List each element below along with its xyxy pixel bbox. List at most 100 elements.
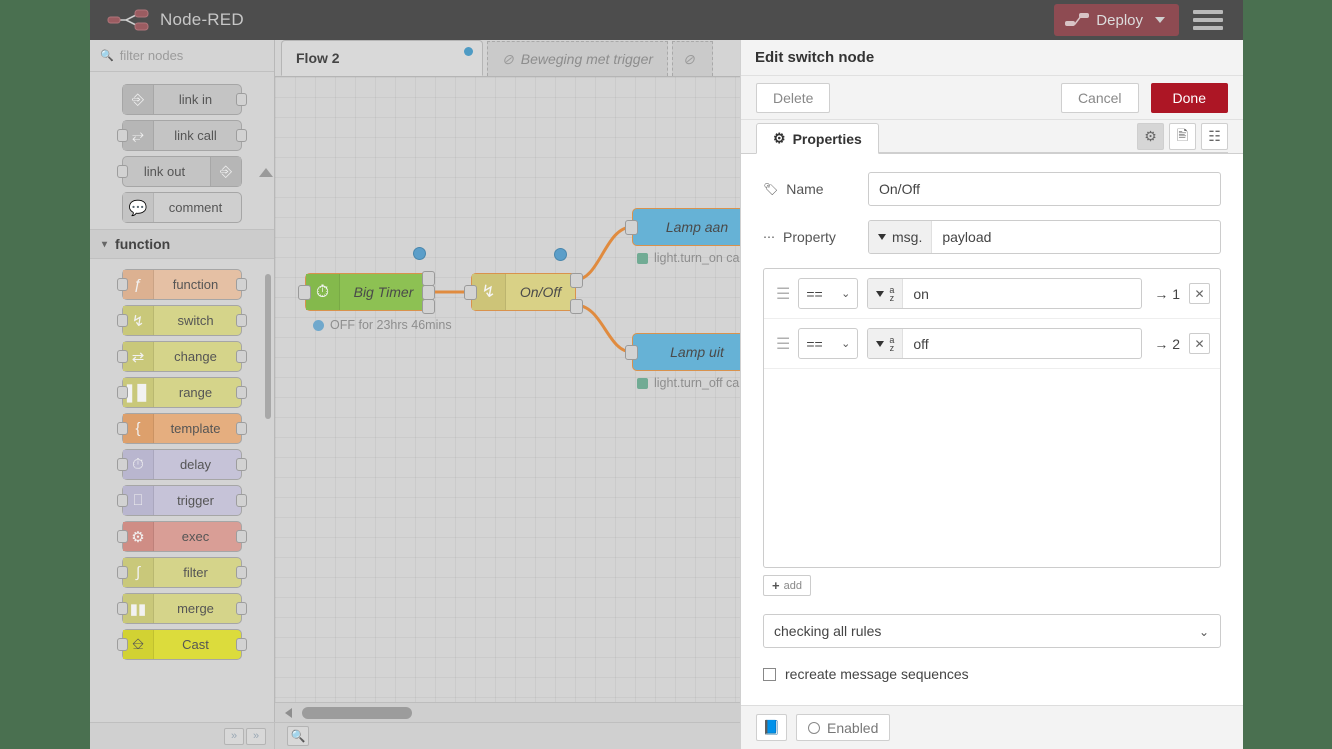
canvas-horizontal-scrollbar[interactable] — [275, 702, 740, 722]
output-port-1[interactable] — [570, 273, 583, 288]
check-mode-select[interactable]: checking all rules — [763, 614, 1221, 648]
palette-node-range[interactable]: ▌▊ range — [117, 377, 247, 408]
palette-node-delay[interactable]: ⏱ delay — [117, 449, 247, 480]
output-port-3[interactable] — [422, 299, 435, 314]
flow-node-on-off[interactable]: ↯ On/Off — [471, 273, 576, 311]
recreate-sequences-checkbox[interactable] — [763, 667, 776, 681]
description-icon[interactable]: 🖹 — [1169, 123, 1196, 150]
output-port[interactable] — [236, 494, 247, 507]
output-port[interactable] — [236, 129, 247, 142]
property-typed-input[interactable]: msg. payload — [868, 220, 1221, 254]
collapse-all-icon[interactable]: » — [224, 727, 244, 745]
input-port[interactable] — [625, 345, 638, 360]
flow-tab-partial[interactable]: ⊘ — [672, 41, 713, 76]
name-input[interactable] — [868, 172, 1221, 206]
flow-canvas[interactable]: ⏱ Big Timer OFF for 23hrs 46mins ↯ On/Of… — [275, 77, 740, 722]
appearance-icon[interactable]: ☷ — [1201, 123, 1228, 150]
output-port[interactable] — [236, 93, 247, 106]
output-port[interactable] — [236, 602, 247, 615]
output-port[interactable] — [236, 314, 247, 327]
input-port[interactable] — [117, 278, 128, 291]
book-icon[interactable]: 📘 — [756, 714, 787, 741]
property-type-select[interactable]: msg. — [869, 221, 933, 253]
palette-node-function[interactable]: ƒ function — [117, 269, 247, 300]
drag-handle-icon[interactable]: ☰ — [776, 285, 791, 303]
rule-value-text[interactable]: on — [913, 285, 929, 302]
palette-scrollbar[interactable] — [265, 274, 271, 419]
deploy-dropdown-caret-icon[interactable] — [1155, 17, 1165, 23]
input-port[interactable] — [117, 530, 128, 543]
palette-filter[interactable]: 🔍 filter nodes — [90, 40, 274, 72]
input-port[interactable] — [117, 350, 128, 363]
input-port[interactable] — [117, 458, 128, 471]
palette-node-cast[interactable]: ⎒ Cast — [117, 629, 247, 660]
input-port[interactable] — [464, 285, 477, 300]
input-port[interactable] — [117, 422, 128, 435]
palette-node-merge[interactable]: ▮▮ merge — [117, 593, 247, 624]
input-port[interactable] — [117, 314, 128, 327]
output-port-2[interactable] — [422, 285, 435, 300]
output-port[interactable] — [236, 638, 247, 651]
input-port[interactable] — [117, 386, 128, 399]
palette-node-comment[interactable]: 💬 comment — [122, 192, 242, 223]
palette-scroll-up-arrow[interactable] — [259, 168, 273, 177]
expand-all-icon[interactable]: » — [246, 727, 266, 745]
done-button[interactable]: Done — [1150, 82, 1228, 113]
palette-node-link-in[interactable]: ⎆ link in — [122, 84, 247, 115]
output-port[interactable] — [236, 278, 247, 291]
flow-tab-flow-2[interactable]: Flow 2 — [281, 40, 483, 76]
output-port[interactable] — [236, 458, 247, 471]
output-port[interactable] — [236, 530, 247, 543]
input-port[interactable] — [298, 285, 311, 300]
input-port[interactable] — [117, 129, 128, 142]
input-port[interactable] — [117, 602, 128, 615]
palette-category-function[interactable]: ▾ function — [90, 229, 274, 259]
recreate-sequences-row[interactable]: recreate message sequences — [763, 666, 1221, 682]
drag-handle-icon[interactable]: ☰ — [776, 335, 791, 353]
scroll-track[interactable] — [298, 706, 740, 719]
flow-node-lamp-uit[interactable]: Lamp uit — [632, 333, 740, 371]
scroll-thumb[interactable] — [302, 706, 412, 719]
input-port[interactable] — [117, 165, 128, 178]
rule-operator-select[interactable]: == ⌄ — [798, 278, 859, 309]
hamburger-menu-icon[interactable] — [1193, 6, 1223, 34]
rule-delete-button[interactable]: ✕ — [1189, 333, 1210, 354]
input-port[interactable] — [117, 494, 128, 507]
palette-node-switch[interactable]: ↯ switch — [117, 305, 247, 336]
enabled-toggle-button[interactable]: Enabled — [796, 714, 891, 741]
palette-node-link-call[interactable]: ⥂ link call — [117, 120, 247, 151]
output-port-1[interactable] — [422, 271, 435, 286]
tab-properties[interactable]: ⚙ Properties — [756, 123, 879, 154]
input-port[interactable] — [117, 638, 128, 651]
gear-icon[interactable]: ⚙ — [1137, 123, 1164, 150]
rule-value-text[interactable]: off — [913, 335, 929, 352]
property-value[interactable]: payload — [942, 229, 992, 245]
palette-node-change[interactable]: ⇄ change — [117, 341, 247, 372]
palette-node-trigger[interactable]: ⎕ trigger — [117, 485, 247, 516]
search-icon[interactable]: 🔍 — [287, 726, 309, 746]
deploy-button[interactable]: Deploy — [1054, 4, 1179, 36]
palette-node-link-out[interactable]: ⎆ link out — [117, 156, 242, 187]
rule-operator-select[interactable]: == ⌄ — [798, 328, 859, 359]
flow-tab-beweging-met-trigger[interactable]: ⊘ Beweging met trigger — [487, 41, 669, 76]
delete-button[interactable]: Delete — [756, 82, 831, 113]
output-port[interactable] — [236, 386, 247, 399]
cancel-button[interactable]: Cancel — [1060, 82, 1139, 113]
flow-node-big-timer[interactable]: ⏱ Big Timer — [305, 273, 428, 311]
input-port[interactable] — [117, 566, 128, 579]
rule-delete-button[interactable]: ✕ — [1189, 283, 1210, 304]
output-port[interactable] — [236, 350, 247, 363]
output-port-2[interactable] — [570, 299, 583, 314]
palette-node-exec[interactable]: ⚙ exec — [117, 521, 247, 552]
palette-node-template[interactable]: { template — [117, 413, 247, 444]
flow-node-lamp-aan[interactable]: Lamp aan — [632, 208, 740, 246]
palette-node-filter[interactable]: ∫ filter — [117, 557, 247, 588]
add-rule-button[interactable]: + add — [763, 575, 811, 596]
output-port[interactable] — [236, 566, 247, 579]
output-port[interactable] — [236, 422, 247, 435]
input-port[interactable] — [625, 220, 638, 235]
